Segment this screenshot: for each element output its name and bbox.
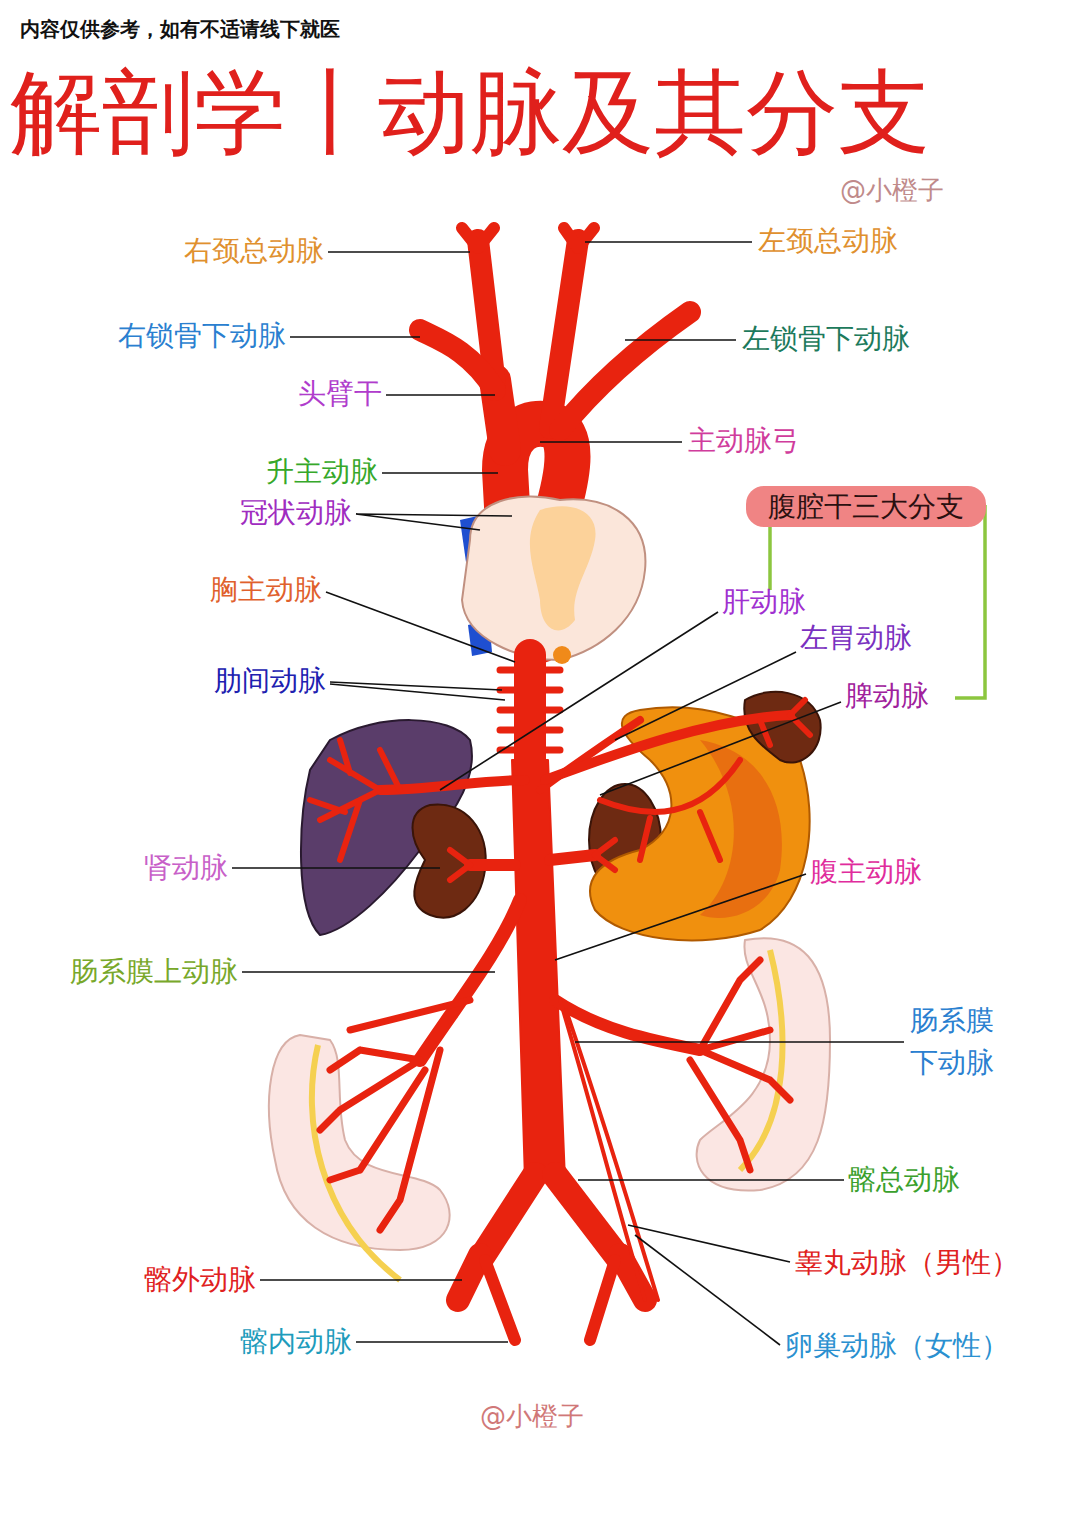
leader-lines <box>356 514 512 530</box>
leader-lines <box>356 1341 508 1343</box>
abdominal-vessels <box>470 859 515 871</box>
abdominal-vessels <box>320 1000 470 1230</box>
artery-label: 脾动脉 <box>845 678 929 714</box>
artery-label: 肾动脉 <box>144 850 228 886</box>
great-vessels <box>564 228 594 248</box>
artery-label: 髂外动脉 <box>144 1262 256 1298</box>
leader-lines <box>600 702 841 795</box>
artery-label: 左颈总动脉 <box>758 223 898 259</box>
abdominal-vessels <box>512 760 565 1180</box>
watermark: @小橙子 <box>480 1400 584 1434</box>
leader-lines <box>232 242 904 1345</box>
artery-label: 肠系膜 下动脉 <box>910 1000 1010 1084</box>
leader-lines <box>440 612 718 790</box>
artery-label: 左胃动脉 <box>800 620 912 656</box>
artery-label: 冠状动脉 <box>240 495 352 531</box>
abdominal-vessels <box>760 700 810 745</box>
leader-lines <box>386 394 495 396</box>
artery-label: 升主动脉 <box>266 454 378 490</box>
artery-label: 主动脉弓 <box>688 423 800 459</box>
group-box: 腹腔干三大分支 <box>746 486 986 527</box>
leader-lines <box>575 1041 904 1043</box>
artery-label: 肠系膜上动脉 <box>70 954 238 990</box>
artery-label: 腹主动脉 <box>810 854 922 890</box>
watermark: @小橙子 <box>840 174 944 208</box>
artery-label: 肋间动脉 <box>214 663 326 699</box>
leader-lines <box>232 867 440 869</box>
colon <box>269 1035 450 1250</box>
leader-lines <box>326 592 515 662</box>
leader-lines <box>260 1279 462 1281</box>
page-title: 解剖学丨动脉及其分支 <box>10 58 930 168</box>
artery-label: 髂总动脉 <box>848 1162 960 1198</box>
leader-lines <box>625 339 736 341</box>
abdominal-vessels <box>485 1260 515 1340</box>
abdominal-vessels <box>560 1000 645 1300</box>
leader-lines <box>328 251 470 253</box>
heart <box>530 506 596 630</box>
artery-label: 胸主动脉 <box>210 572 322 608</box>
abdominal-vessels <box>550 855 595 860</box>
abdominal-vessels <box>310 655 810 1340</box>
abdominal-vessels <box>555 1175 620 1260</box>
abdominal-vessels <box>566 1010 658 1300</box>
abdominal-vessels <box>590 1260 615 1340</box>
leader-lines <box>330 682 505 700</box>
leader-lines <box>635 1235 780 1345</box>
leader-lines <box>555 874 806 960</box>
leader-lines <box>585 241 752 243</box>
leader-lines <box>382 472 498 474</box>
abdominal-vessels <box>545 715 790 780</box>
organs <box>700 740 782 918</box>
abdominal-vessels <box>514 655 546 770</box>
heart <box>553 646 571 664</box>
bracket <box>955 505 985 698</box>
leader-lines <box>628 1225 790 1262</box>
heart <box>462 496 645 660</box>
abdominal-vessels <box>420 900 520 1060</box>
great-vessels <box>462 228 494 248</box>
artery-label: 髂内动脉 <box>240 1324 352 1360</box>
abdominal-vessels <box>310 740 400 860</box>
abdominal-vessels <box>500 670 560 750</box>
artery-label: 睾丸动脉（男性） <box>795 1245 1019 1281</box>
abdominal-vessels <box>450 850 470 880</box>
artery-label: 左锁骨下动脉 <box>742 321 910 357</box>
leader-lines <box>290 336 420 338</box>
leader-lines <box>615 652 796 740</box>
artery-label: 卵巢动脉（女性） <box>785 1328 1009 1364</box>
great-vessels <box>560 312 690 430</box>
abdominal-vessels <box>595 840 615 870</box>
abdominal-vessels <box>458 1255 480 1300</box>
organs <box>744 692 820 763</box>
colon <box>740 950 782 1170</box>
leader-lines <box>540 441 682 443</box>
disclaimer-note: 内容仅供参考，如有不适请线下就医 <box>20 16 340 42</box>
abdominal-vessels <box>690 960 790 1170</box>
leader-lines <box>242 971 495 973</box>
colon <box>697 938 830 1190</box>
great-vessels <box>420 228 690 640</box>
great-vessels <box>420 330 495 390</box>
box-heading: 腹腔干三大分支 <box>768 490 964 523</box>
leader-lines <box>578 1179 844 1181</box>
artery-label: 右颈总动脉 <box>184 233 324 269</box>
heart <box>460 496 645 664</box>
abdominal-vessels <box>600 760 740 860</box>
artery-label: 头臂干 <box>298 376 382 412</box>
artery-label: 肝动脉 <box>722 584 806 620</box>
artery-label: 右锁骨下动脉 <box>118 318 286 354</box>
